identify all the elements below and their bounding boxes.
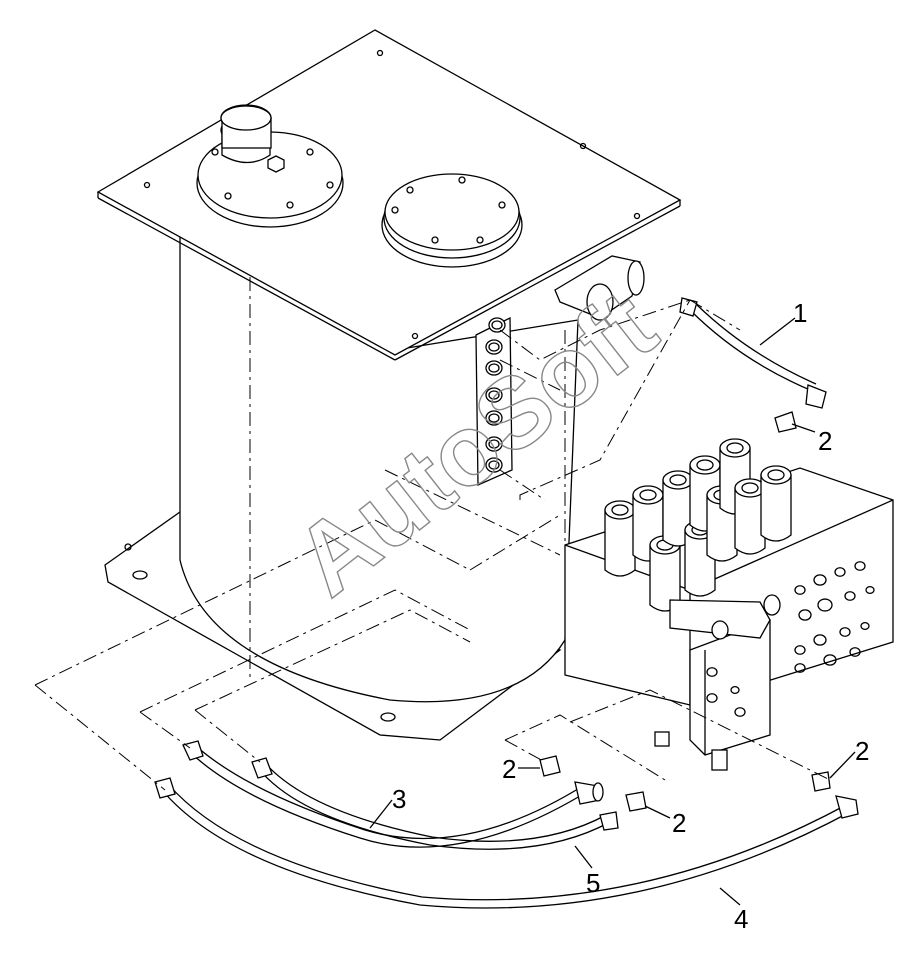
valve-port: [734, 707, 746, 717]
strip-fitting: [485, 360, 503, 376]
valve-port: [834, 567, 846, 577]
callout-5: 5: [586, 868, 600, 898]
strip-fitting: [488, 317, 506, 333]
filler-cap: [196, 104, 344, 228]
gauge-fitting-strip: [475, 316, 513, 486]
hoses: [154, 297, 859, 909]
spool-cap: [734, 478, 766, 555]
valve-port: [854, 561, 866, 571]
callout-3: 3: [392, 784, 406, 814]
callout-2-top: 2: [818, 426, 832, 456]
strip-fitting: [485, 436, 503, 452]
valve-port: [849, 647, 861, 657]
spool-cap: [760, 465, 792, 542]
valve-ports: [706, 561, 875, 717]
hose-4: [154, 777, 859, 909]
valve-port: [794, 645, 806, 655]
inspection-cover: [381, 173, 523, 268]
hydraulic-tank: [96, 29, 682, 741]
strip-fitting: [485, 410, 503, 426]
hose-3: [182, 740, 591, 848]
strip-fitting: [485, 387, 503, 403]
hose-1: [679, 297, 827, 409]
callout-leaders: [369, 317, 856, 906]
spool-caps: [604, 438, 792, 612]
base-plate-hole-front: [380, 712, 396, 722]
valve-port: [813, 634, 827, 646]
spool-cap: [604, 500, 636, 577]
callout-2-mid: 2: [672, 808, 686, 838]
valve-port: [844, 591, 856, 601]
valve-port: [706, 693, 718, 703]
relief-valve: [669, 594, 781, 640]
valve-port: [794, 663, 806, 673]
strip-fitting: [485, 339, 503, 355]
base-plate-hole-small: [124, 543, 132, 551]
valve-port: [839, 627, 851, 637]
suction-pipe: [554, 255, 645, 321]
callout-2-left: 2: [502, 754, 516, 784]
valve-port: [798, 609, 812, 621]
callout-2-right: 2: [855, 736, 869, 766]
valve-port: [730, 685, 740, 695]
valve-port: [823, 654, 837, 666]
adapter-fitting: [539, 411, 831, 812]
base-plate-hole-left: [132, 570, 148, 580]
valve-port: [706, 667, 718, 677]
assembly-lines: [34, 299, 831, 791]
valve-port: [813, 574, 827, 586]
valve-port: [865, 585, 875, 595]
strip-fitting: [485, 457, 503, 473]
callout-1: 1: [793, 298, 807, 328]
valve-port: [817, 598, 833, 612]
callout-4: 4: [734, 904, 748, 934]
valve-port: [794, 585, 806, 595]
valve-port: [860, 621, 870, 631]
control-valve-block: [564, 438, 894, 771]
hose-5: [251, 757, 619, 850]
